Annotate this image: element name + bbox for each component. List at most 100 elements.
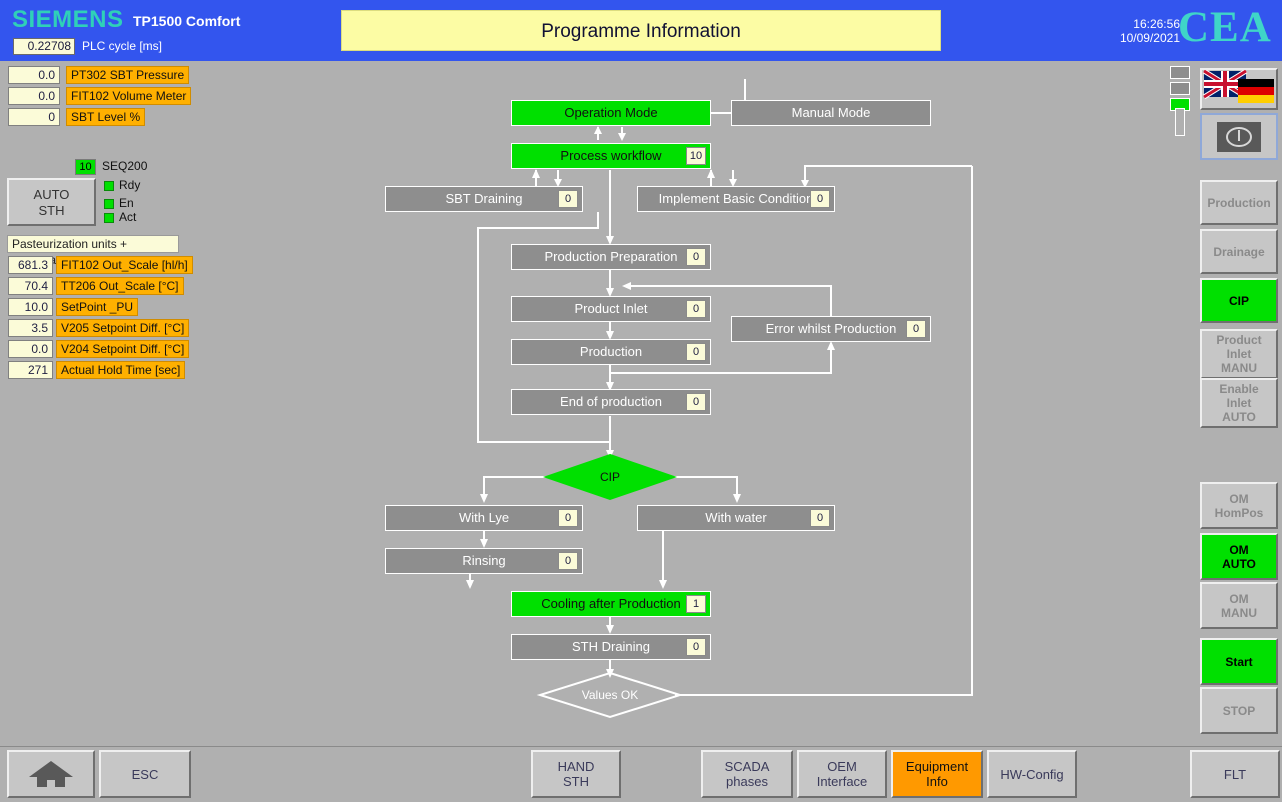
flow-node-production-prep[interactable]: Production Preparation 0: [511, 244, 711, 270]
tag-value: 0: [8, 108, 60, 126]
flow-node-value: 0: [810, 190, 830, 208]
pu-value: 3.5: [8, 319, 53, 337]
power-icon: [1217, 121, 1261, 152]
right-button-start[interactable]: Start: [1200, 638, 1278, 685]
flow-node-label: Manual Mode: [791, 105, 871, 120]
flow-node-manual-mode[interactable]: Manual Mode: [731, 100, 931, 126]
flow-node-label: Rinsing: [462, 553, 506, 568]
tag-value: 0.0: [8, 66, 60, 84]
right-button-label: CIP: [1228, 293, 1249, 308]
pu-name: V204 Setpoint Diff. [°C]: [56, 340, 190, 358]
right-button-drainage[interactable]: Drainage: [1200, 229, 1278, 274]
siemens-logo: SIEMENS: [12, 6, 124, 33]
pu-value: 271: [8, 361, 53, 379]
led-act-icon: [104, 213, 114, 223]
bottom-button-flt[interactable]: FLT: [1190, 750, 1280, 798]
bottom-button-label: ESC: [131, 766, 159, 782]
pu-value: 0.0: [8, 340, 53, 358]
flow-node-value: 0: [810, 509, 830, 527]
led-en-icon: [104, 199, 114, 209]
pu-name: TT206 Out_Scale [°C]: [56, 277, 184, 295]
scroll-slider-handle[interactable]: [1175, 108, 1185, 136]
led-label: Act: [119, 210, 137, 224]
bottom-toolbar: [0, 746, 1282, 802]
led-label: Rdy: [119, 178, 141, 192]
power-info-button[interactable]: [1200, 113, 1278, 160]
language-flag-button[interactable]: [1200, 68, 1278, 110]
app-header: SIEMENS TP1500 Comfort 0.22708 PLC cycle…: [0, 0, 1282, 61]
right-button-production[interactable]: Production: [1200, 180, 1278, 225]
flow-node-label: Process workflow: [560, 148, 662, 163]
bottom-button-esc[interactable]: ESC: [99, 750, 191, 798]
flow-node-label: Production Preparation: [544, 249, 678, 264]
flow-node-value: 0: [686, 343, 706, 361]
pu-value: 10.0: [8, 298, 53, 316]
right-button-label: Production: [1207, 195, 1271, 210]
flow-node-value: 10: [686, 147, 706, 165]
flow-node-value: 0: [558, 190, 578, 208]
pu-name: Actual Hold Time [sec]: [56, 361, 186, 379]
flow-node-value: 0: [686, 638, 706, 656]
tag-name: SBT Level %: [66, 108, 146, 126]
flow-node-label: Cooling after Production: [541, 596, 681, 611]
right-button-stop[interactable]: STOP: [1200, 687, 1278, 734]
cea-logo: CEA: [1178, 4, 1272, 51]
flow-diamond-label: Values OK: [582, 688, 638, 702]
bottom-button-home[interactable]: [7, 750, 95, 798]
flow-node-sbt-draining[interactable]: SBT Draining 0: [385, 186, 583, 212]
flow-node-value: 0: [686, 393, 706, 411]
auto-sth-line2: STH: [38, 203, 65, 218]
flow-node-value: 0: [558, 509, 578, 527]
home-icon: [29, 761, 73, 787]
flow-node-value: 0: [558, 552, 578, 570]
bottom-button-hw-config[interactable]: HW-Config: [987, 750, 1077, 798]
auto-sth-button[interactable]: AUTO STH: [7, 178, 96, 226]
flag-icons: [1202, 68, 1274, 103]
flow-node-process-workflow[interactable]: Process workflow 10: [511, 143, 711, 169]
status-indicator-1: [1170, 66, 1190, 79]
bottom-button-label: FLT: [1223, 766, 1247, 782]
flow-node-operation-mode[interactable]: Operation Mode: [511, 100, 711, 126]
flow-node-rinsing[interactable]: Rinsing 0: [385, 548, 583, 574]
right-button-cip[interactable]: CIP: [1200, 278, 1278, 323]
pu-name: SetPoint _PU: [56, 298, 139, 316]
flow-node-value: 0: [686, 300, 706, 318]
clock-time: 16:26:56: [1133, 17, 1180, 31]
auto-sth-line1: AUTO: [33, 187, 70, 202]
pu-value: 70.4: [8, 277, 53, 295]
flow-node-end-production[interactable]: End of production 0: [511, 389, 711, 415]
flow-node-label: End of production: [560, 394, 662, 409]
flow-diamond-values-ok[interactable]: [536, 671, 684, 719]
pasteurization-header: Pasteurization units + temperature: [7, 235, 179, 267]
flow-diamond-cip-decision[interactable]: [542, 453, 678, 501]
flow-node-label: SBT Draining: [445, 191, 523, 206]
plc-cycle-value: 0.22708: [13, 38, 75, 55]
flow-node-value: 0: [686, 248, 706, 266]
plc-cycle-label: PLC cycle [ms]: [82, 39, 163, 53]
